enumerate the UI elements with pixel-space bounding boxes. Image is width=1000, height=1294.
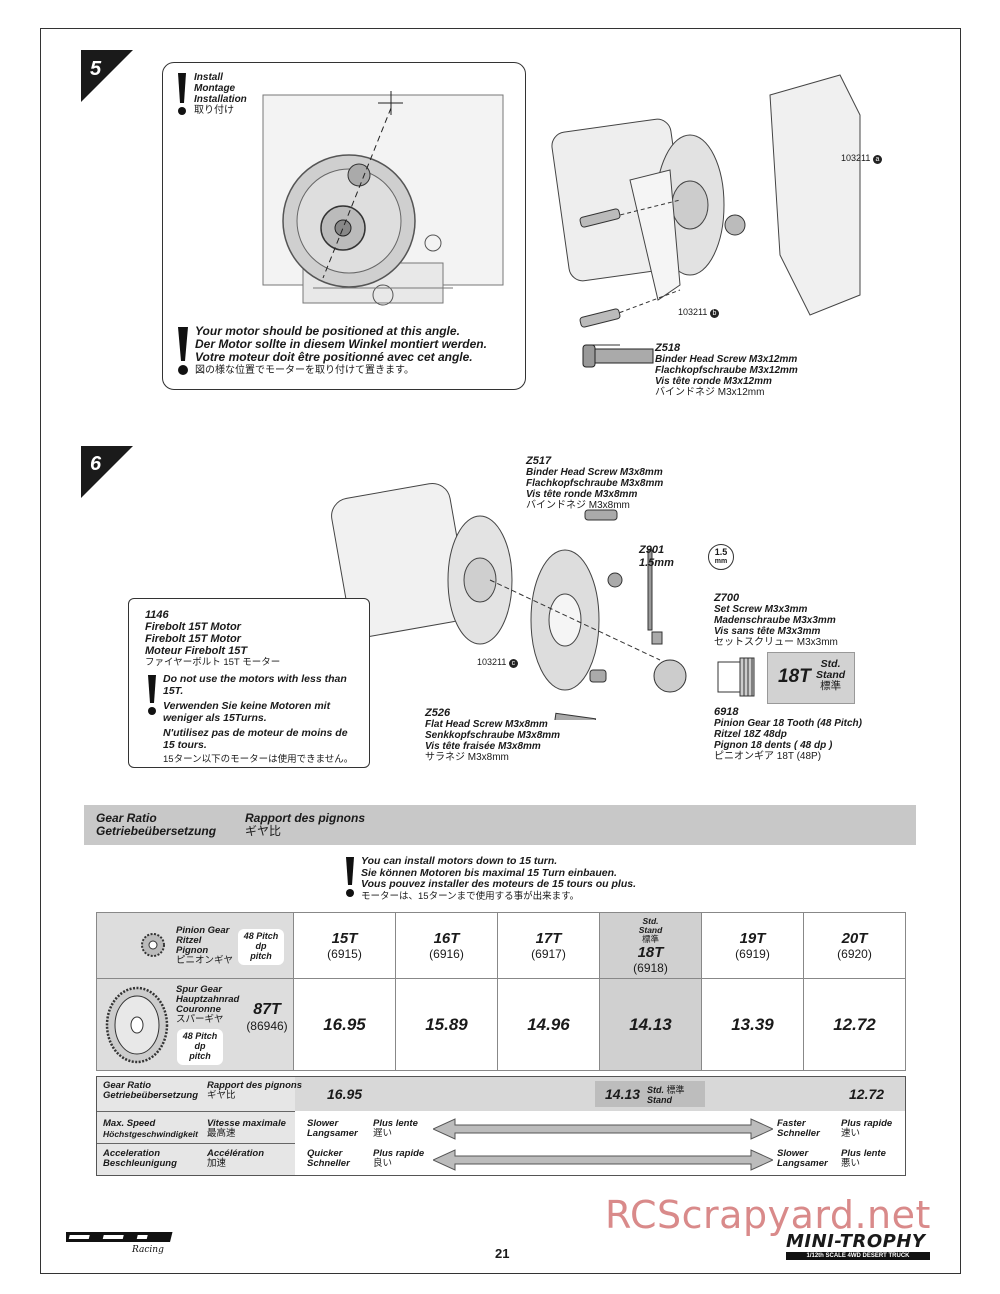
- pinion-col-15t: 15T(6915): [293, 912, 396, 979]
- motor-mount-illustration: [551, 74, 861, 368]
- gear-ratio-header: Gear Ratio Getriebeübersetzung Rapport d…: [84, 805, 916, 845]
- step-5-flag: [81, 50, 133, 102]
- accel-arrow: [433, 1149, 773, 1171]
- warning-icon: [346, 857, 354, 897]
- z901-label: Z901 1.5mm: [639, 544, 674, 569]
- ratio-cell-16t: 15.89: [395, 978, 498, 1071]
- pinion-gear-icon: [141, 933, 165, 957]
- hpi-racing-logo: Racing: [66, 1232, 173, 1254]
- z526-label: Z526 Flat Head Screw M3x8mm Senkkopfschr…: [425, 707, 561, 764]
- motor-label: 1146 Firebolt 15T Motor Firebolt 15T Mot…: [145, 609, 281, 668]
- part-label-c: 103211 c: [477, 657, 518, 668]
- position-warning: Your motor should be positioned at this …: [195, 324, 487, 377]
- pinion-gear-icon: [717, 657, 755, 697]
- z700-label: Z700 Set Screw M3x3mm Madenschraube M3x3…: [714, 592, 838, 649]
- install-note: You can install motors down to 15 turn. …: [361, 855, 637, 902]
- warning-icon: [148, 675, 156, 715]
- pinion-col-20t: 20T(6920): [803, 912, 906, 979]
- svg-text:Racing: Racing: [131, 1245, 164, 1254]
- p6918-label: 6918 Pinion Gear 18 Tooth (48 Pitch) Rit…: [714, 706, 862, 763]
- pinion-col-16t: 16T(6916): [395, 912, 498, 979]
- ratio-cell-17t: 14.96: [497, 978, 600, 1071]
- pitch-badge: 48 Pitch dp pitch: [238, 929, 284, 965]
- pinion-col-19t: 19T(6919): [701, 912, 804, 979]
- watermark: RCScrapyard.net: [605, 1193, 931, 1237]
- warning-icon: [178, 73, 186, 115]
- step-5-number: 5: [90, 58, 102, 80]
- pinion-col-17t: 17T(6917): [497, 912, 600, 979]
- part-label-b: 103211 b: [678, 307, 719, 318]
- ratio-cell-19t: 13.39: [701, 978, 804, 1071]
- ratio-cell-18t: 14.13: [599, 978, 702, 1071]
- motor-warning: Do not use the motors with less than 15T…: [163, 673, 354, 765]
- std-pinion-badge: 18T Std. Stand 標準: [767, 652, 855, 704]
- page-number: 21: [495, 1246, 510, 1261]
- step-5-callout: Install Montage Installation 取り付け Your m…: [162, 62, 526, 390]
- hex-wrench-size-badge: 1.5 mm: [708, 544, 734, 570]
- step-6-number: 6: [90, 453, 102, 475]
- speed-arrow: [433, 1118, 773, 1140]
- spur-header-cell: Spur Gear Hauptzahnrad Couronne スパーギヤ 48…: [96, 978, 294, 1071]
- page-frame: [40, 28, 961, 1274]
- gear-angle-illustration: [262, 91, 504, 306]
- ratio-cell-20t: 12.72: [803, 978, 906, 1071]
- step-6-flag: [81, 446, 133, 498]
- pitch-badge: 48 Pitch dp pitch: [177, 1029, 223, 1065]
- z518-label: Z518 Binder Head Screw M3x12mm Flachkopf…: [655, 342, 798, 399]
- ratio-low: 16.95: [327, 1086, 363, 1102]
- pinion-header-cell: Pinion Gear Ritzel Pignon ピニオンギヤ 48 Pitc…: [96, 912, 294, 979]
- ratio-cell-15t: 16.95: [293, 978, 396, 1071]
- z517-label: Z517 Binder Head Screw M3x8mm Flachkopfs…: [526, 455, 664, 512]
- motor-callout: 1146 Firebolt 15T Motor Firebolt 15T Mot…: [128, 598, 370, 768]
- install-label: Install Montage Installation 取り付け: [194, 72, 247, 116]
- mini-trophy-logo: MINI-TROPHY: [786, 1231, 926, 1252]
- spur-gear-icon: [105, 986, 169, 1064]
- mini-trophy-tagline: 1/12th SCALE 4WD DESERT TRUCK: [786, 1252, 930, 1260]
- warning-icon: [178, 327, 188, 375]
- part-label-a: 103211 a: [841, 153, 882, 164]
- gear-ratio-table: Pinion Gear Ritzel Pignon ピニオンギヤ 48 Pitc…: [96, 912, 906, 1071]
- ratio-high: 12.72: [849, 1086, 885, 1102]
